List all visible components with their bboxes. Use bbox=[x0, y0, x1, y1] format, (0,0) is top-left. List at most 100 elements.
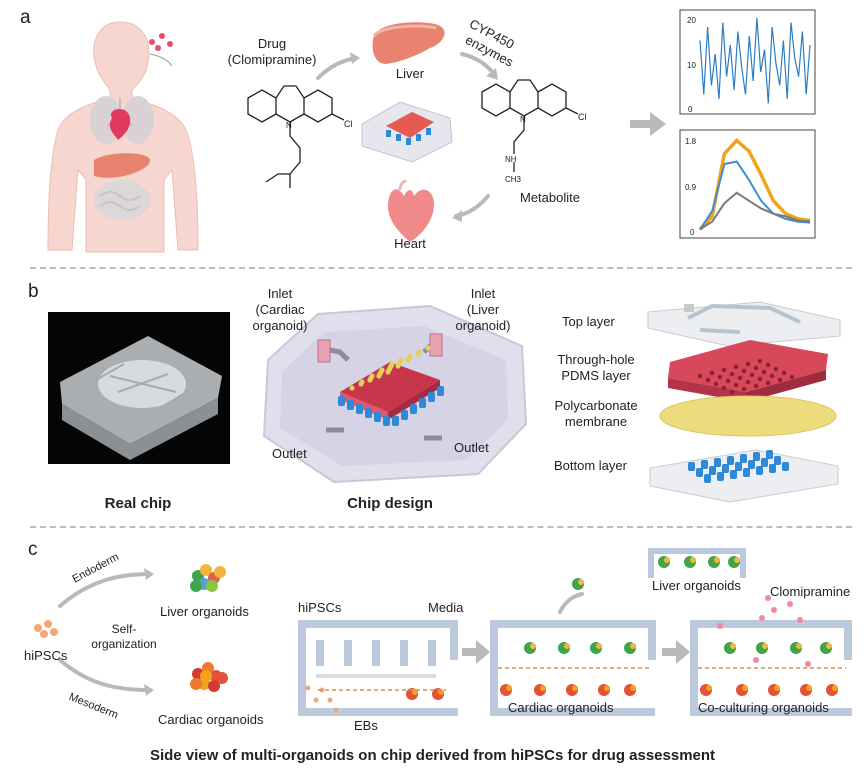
chip-icon-design bbox=[262, 304, 528, 484]
hipscs-chip-label: hiPSCs bbox=[298, 600, 342, 615]
plot-bottom-tick-0-9: 0.9 bbox=[685, 183, 697, 192]
layer-through-hole-1: Through-hole bbox=[557, 352, 635, 367]
chip-liver-organoid-spot bbox=[578, 579, 584, 585]
clomipramine-label: Clomipramine bbox=[770, 584, 851, 599]
through-hole bbox=[745, 361, 751, 367]
divider-ab bbox=[30, 267, 852, 269]
plot-bottom-series-2 bbox=[699, 191, 811, 231]
through-hole bbox=[777, 377, 783, 383]
panel-a-letter: a bbox=[20, 7, 31, 28]
self-org-1: Self- bbox=[111, 622, 137, 636]
real-chip-title: Real chip bbox=[104, 495, 172, 512]
through-hole bbox=[765, 380, 771, 386]
human-body-icon bbox=[47, 21, 199, 253]
liver-organoid-cell bbox=[190, 580, 202, 592]
liver-organoid-cell bbox=[206, 580, 218, 592]
bottom-well bbox=[740, 454, 747, 463]
ebs-label: EBs bbox=[354, 718, 378, 733]
inlet-cardiac-3: organoid) bbox=[252, 318, 308, 333]
chip-well-dot bbox=[415, 351, 421, 357]
nh-label: NH bbox=[505, 155, 517, 164]
cardiac-organoid-cell bbox=[190, 678, 202, 690]
plot-bottom-series-1 bbox=[699, 160, 811, 230]
chip-well-dot bbox=[367, 377, 373, 383]
bottom-well bbox=[701, 460, 708, 469]
plot-top-tick-10: 10 bbox=[687, 61, 696, 70]
chip-cross-section-3 bbox=[690, 620, 852, 716]
bottom-well bbox=[688, 462, 695, 471]
bottom-well bbox=[753, 452, 760, 461]
n-label-2: N bbox=[520, 115, 526, 124]
chip-well-dot bbox=[395, 363, 401, 369]
layer-membrane-2: membrane bbox=[564, 414, 628, 429]
chip-well-dot bbox=[385, 369, 391, 375]
plot-bottom-tick-0: 0 bbox=[690, 228, 695, 237]
through-hole bbox=[733, 382, 739, 388]
bottom-well bbox=[761, 458, 768, 467]
liver-organoid-cell bbox=[200, 564, 212, 576]
n-label-1: N bbox=[286, 121, 292, 130]
hipsc-cell bbox=[333, 707, 339, 713]
through-hole bbox=[757, 358, 763, 364]
through-hole bbox=[745, 379, 751, 385]
chip-cardiac-organoid-spot bbox=[572, 685, 578, 691]
chip-well-blue bbox=[338, 396, 345, 406]
through-hole bbox=[781, 370, 787, 376]
media-label: Media bbox=[428, 600, 464, 615]
arrow-icon bbox=[58, 572, 584, 692]
chip-well-dot bbox=[405, 357, 411, 363]
chip-cardiac-organoid-spot bbox=[506, 685, 512, 691]
cardiac-organoid-cell bbox=[208, 680, 220, 692]
real-chip-image bbox=[60, 336, 222, 460]
chip-well-dot bbox=[425, 345, 431, 351]
liver-organoid-cell bbox=[214, 566, 226, 578]
chip-liver-organoid-spot bbox=[762, 643, 768, 649]
bottom-well bbox=[696, 468, 703, 477]
through-hole bbox=[749, 372, 755, 378]
chip-well-dot bbox=[349, 385, 355, 391]
organoid-icon-liver bbox=[190, 564, 226, 592]
chip-cross-section-2 bbox=[490, 620, 656, 716]
through-hole bbox=[789, 374, 795, 380]
liver-organoids-label: Liver organoids bbox=[160, 604, 249, 619]
through-hole bbox=[721, 367, 727, 373]
through-hole bbox=[709, 370, 715, 376]
chip-cross-section-1 bbox=[298, 620, 458, 716]
chip-liver-organoid-spot bbox=[730, 643, 736, 649]
exploded-layers bbox=[647, 301, 841, 503]
bottom-well bbox=[722, 464, 729, 473]
figure-caption: Side view of multi-organoids on chip der… bbox=[149, 747, 716, 764]
through-hole bbox=[737, 375, 743, 381]
inlet-cardiac-1: Inlet bbox=[267, 286, 293, 301]
layer-bottom: Bottom layer bbox=[554, 458, 627, 473]
chip-well-blue bbox=[410, 404, 417, 414]
layer-membrane-1: Polycarbonate bbox=[554, 398, 638, 413]
inlet-cardiac-2: (Cardiac bbox=[255, 302, 305, 317]
plot-top-tick-20: 20 bbox=[687, 16, 696, 25]
chip-liver-organoid-spot bbox=[826, 643, 832, 649]
self-org-2: organization bbox=[91, 637, 157, 651]
chip-cardiac-organoid-spot bbox=[540, 685, 546, 691]
chip-liver-organoid-spot bbox=[714, 557, 720, 563]
chip-well-blue bbox=[428, 392, 435, 402]
panel-b-letter: b bbox=[28, 281, 39, 302]
through-hole bbox=[713, 381, 719, 387]
chip-cardiac-organoid-spot bbox=[742, 685, 748, 691]
drug-label: Drug bbox=[257, 36, 287, 51]
through-hole bbox=[753, 383, 759, 389]
bottom-well bbox=[730, 470, 737, 479]
through-hole bbox=[741, 368, 747, 374]
cardiac-organoids-chip-label: Cardiac organoids bbox=[508, 700, 614, 715]
hipsc-cell bbox=[327, 697, 333, 703]
through-hole bbox=[717, 374, 723, 380]
chip-cardiac-organoid-spot bbox=[604, 685, 610, 691]
chip-well-blue bbox=[356, 404, 363, 414]
through-hole bbox=[773, 366, 779, 372]
plot-top-tick-0: 0 bbox=[688, 105, 693, 114]
top-liver-plate bbox=[648, 548, 746, 578]
bottom-well bbox=[774, 456, 781, 465]
bottom-well bbox=[709, 466, 716, 475]
bottom-well bbox=[766, 450, 773, 459]
hipscs-cluster-icon bbox=[34, 620, 58, 638]
